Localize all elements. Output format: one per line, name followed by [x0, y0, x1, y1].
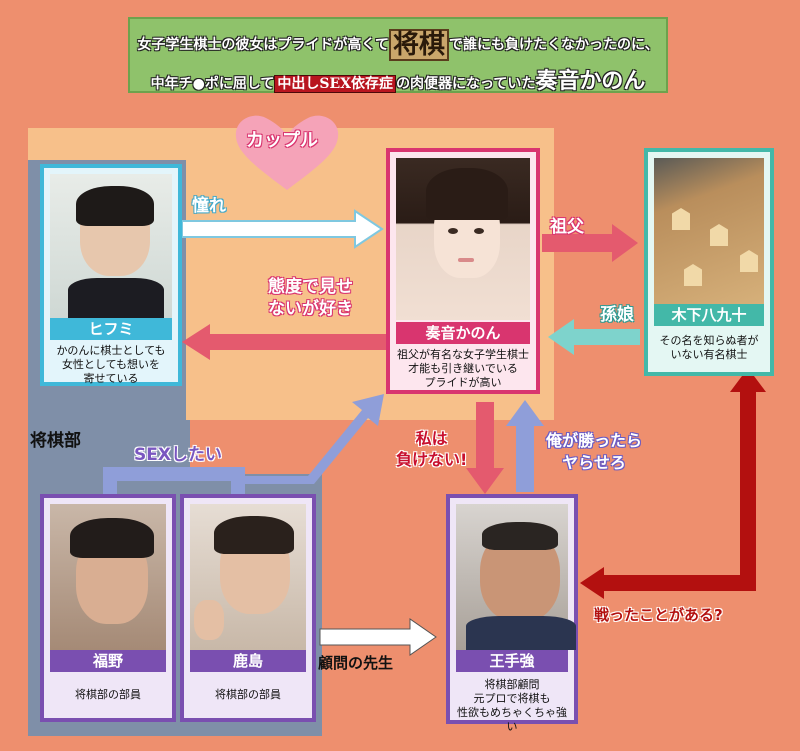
sex-want-arrow [232, 394, 384, 484]
fought-arrow-left [580, 567, 604, 599]
wont-lose-label: 私は 負けない! [396, 429, 468, 469]
oute-portrait [456, 504, 576, 650]
sex-want-bracket [103, 467, 245, 494]
couple-heart: カップル [232, 112, 342, 192]
grandfather-arrow [542, 224, 638, 262]
title-banner: 女子学生棋士の彼女はプライドが高くて将棋で誰にも負けたくなかったのに、 中年チ●… [128, 17, 668, 95]
title-line-2: 中年チ●ポに屈して中出しSEX依存症の肉便器になっていた奏音かのん [130, 63, 666, 95]
title-line1-post: で誰にも負けたくなかったのに、 [449, 37, 659, 53]
oute-desc-line: 将棋部顧問 [484, 678, 540, 691]
title-actress-name: 奏音かのん [535, 68, 646, 94]
kinoshita-name: 木下八九十 [654, 304, 764, 326]
character-card-kinoshita[interactable]: 木下八九十 その名を知らぬ者が いない有名棋士 [644, 148, 774, 376]
title-line1-pre: 女子学生棋士の彼女はプライドが高くて [137, 37, 389, 53]
hifumi-desc-line: 寄せている [83, 372, 139, 385]
advisor-arrow [319, 618, 437, 656]
title-line2-mid: の肉便器になっていた [396, 76, 536, 92]
wont-lose-arrow [466, 402, 504, 494]
kinoshita-desc: その名を知らぬ者が いない有名棋士 [654, 334, 764, 362]
fukuno-portrait [50, 504, 166, 650]
kashima-desc-line: 将棋部の部員 [215, 688, 281, 701]
admire-label: 憧れ [192, 196, 226, 216]
kanon-desc-line: 祖父が有名な女子学生棋士 [397, 348, 529, 361]
grandfather-label: 祖父 [550, 217, 584, 237]
kinoshita-desc-line: いない有名棋士 [670, 348, 748, 361]
kanon-desc-line: プライドが高い [424, 376, 502, 389]
fukuno-desc: 将棋部の部員 [50, 688, 166, 702]
title-line-1: 女子学生棋士の彼女はプライドが高くて将棋で誰にも負けたくなかったのに、 [130, 29, 666, 61]
oute-desc: 将棋部顧問 元プロで将棋も 性欲もめちゃくちゃ強い [456, 678, 568, 734]
kashima-portrait [190, 504, 306, 650]
character-card-kashima[interactable]: 鹿島 将棋部の部員 [180, 494, 316, 722]
oute-desc-line: 性欲もめちゃくちゃ強い [457, 706, 567, 733]
title-boxed-shogi: 将棋 [388, 29, 449, 61]
oute-name: 王手強 [456, 650, 568, 672]
granddaughter-arrow [548, 319, 640, 355]
title-red-box: 中出しSEX依存症 [274, 75, 397, 93]
hifumi-portrait [50, 174, 172, 318]
kinoshita-desc-line: その名を知らぬ者が [659, 334, 759, 347]
character-card-fukuno[interactable]: 福野 将棋部の部員 [40, 494, 176, 722]
fought-label: 戦ったことがある? [594, 606, 723, 624]
attitude-label: 態度で見せ ないが好き [268, 277, 353, 319]
kinoshita-shogi-board [654, 158, 764, 304]
fukuno-name: 福野 [50, 650, 166, 672]
hifumi-desc: かのんに棋士としても 女性としても想いを 寄せている [50, 344, 172, 386]
oute-desc-line: 元プロで将棋も [473, 692, 551, 705]
fought-arrow-up [730, 368, 766, 392]
character-card-hifumi[interactable]: ヒフミ かのんに棋士としても 女性としても想いを 寄せている [40, 164, 182, 386]
kanon-desc: 祖父が有名な女子学生棋士 才能も引き継いでいる プライドが高い [396, 348, 530, 390]
admire-arrow [181, 209, 384, 249]
hifumi-name: ヒフミ [50, 318, 172, 340]
couple-label: カップル [246, 130, 318, 151]
if-i-win-label: 俺が勝ったら ヤらせろ [546, 431, 643, 472]
heart-icon [235, 115, 339, 190]
attitude-arrow [182, 324, 392, 360]
kanon-portrait [396, 158, 530, 320]
hifumi-desc-line: 女性としても想いを [61, 358, 161, 371]
sex-want-label: SEXしたい [134, 445, 222, 465]
kanon-desc-line: 才能も引き継いでいる [408, 362, 518, 375]
shogi-club-header-region [28, 420, 190, 476]
hifumi-desc-line: かのんに棋士としても [56, 344, 166, 357]
if-i-win-arrow [506, 400, 544, 492]
kashima-name: 鹿島 [190, 650, 306, 672]
advisor-label: 顧問の先生 [318, 654, 394, 672]
fukuno-desc-line: 将棋部の部員 [75, 688, 141, 701]
granddaughter-label: 孫娘 [600, 305, 634, 325]
kanon-name: 奏音かのん [396, 322, 530, 344]
character-card-oute[interactable]: 王手強 将棋部顧問 元プロで将棋も 性欲もめちゃくちゃ強い [446, 494, 578, 733]
fought-line [600, 390, 756, 591]
character-card-kanon[interactable]: 奏音かのん 祖父が有名な女子学生棋士 才能も引き継いでいる プライドが高い [386, 148, 540, 394]
club-label: 将棋部 [30, 431, 81, 451]
kashima-desc: 将棋部の部員 [190, 688, 306, 702]
title-line2-pre: 中年チ●ポに屈して [150, 76, 275, 92]
